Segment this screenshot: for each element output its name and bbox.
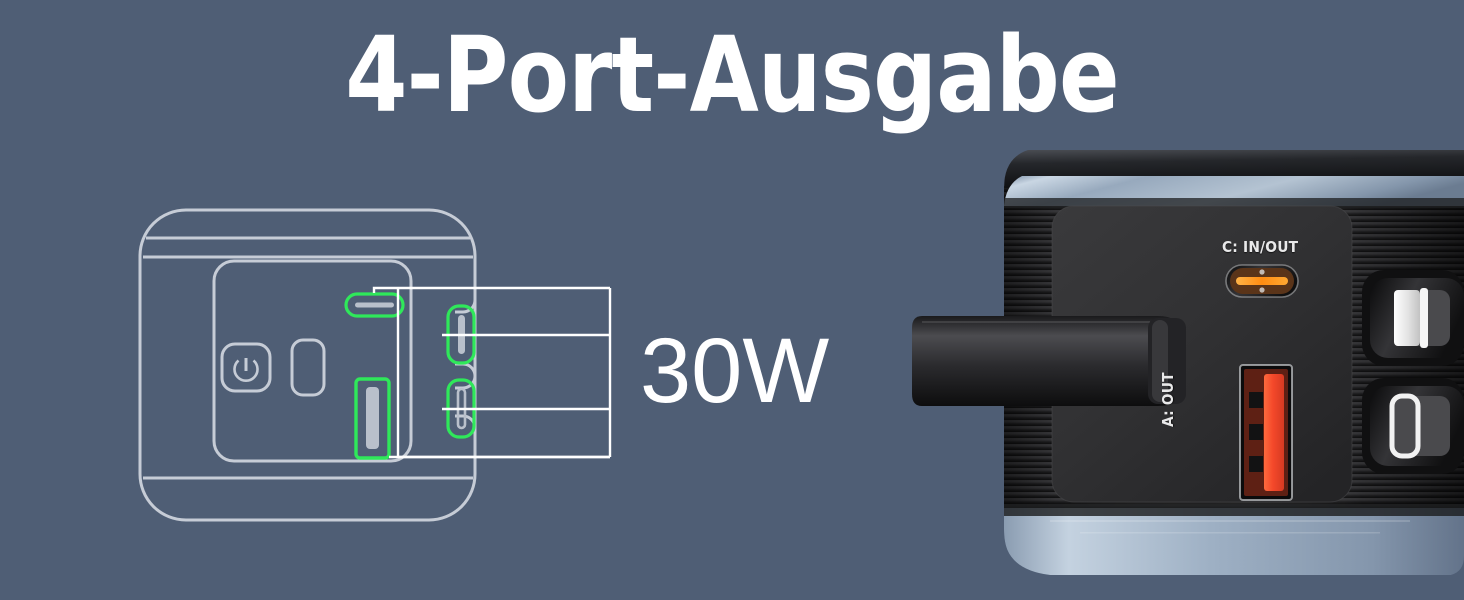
usb-a-port (1239, 364, 1293, 501)
device-front-panel (212, 259, 413, 463)
cable-strap-loop (912, 316, 1186, 406)
highlight-port-top-usb-c (344, 292, 405, 318)
page-title: 4-Port-Ausgabe (345, 14, 1119, 136)
wattage-label: 30W (640, 320, 830, 422)
callout-leader-lines (372, 286, 612, 459)
highlight-port-front-usb-a (354, 377, 391, 460)
built-in-cable-usb-c (1362, 378, 1464, 474)
usb-a-port-label: A: OUT (1159, 372, 1177, 427)
display-indicator (290, 338, 326, 397)
usb-c-port (1225, 264, 1299, 298)
device-outline (138, 208, 477, 522)
power-button-icon (220, 342, 272, 393)
port-wireframe-diagram (138, 208, 612, 522)
power-bank-photo: C: IN/OUT A: OUT (900, 0, 1464, 600)
built-in-cable-lightning (1362, 270, 1464, 366)
usb-c-port-label: C: IN/OUT (1222, 238, 1299, 256)
